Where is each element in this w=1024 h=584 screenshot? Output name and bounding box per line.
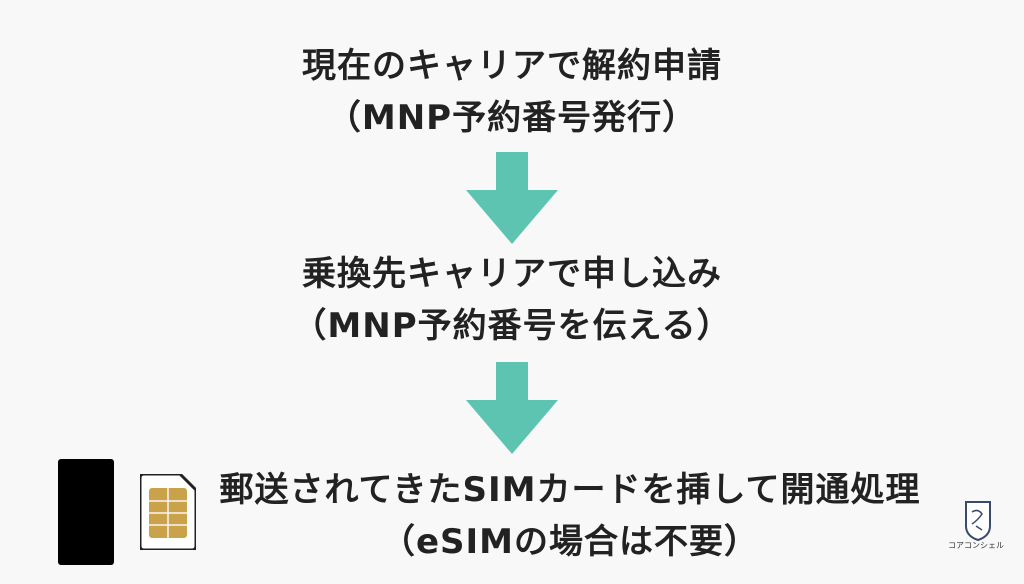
- down-arrow-icon: [466, 152, 558, 244]
- brand-name: コアコンシェル: [948, 541, 1004, 550]
- sim-card-icon: [140, 474, 196, 550]
- step-2: 乗換先キャリアで申し込み （MNP予約番号を伝える）: [0, 248, 1024, 352]
- step-2-title: 乗換先キャリアで申し込み: [302, 254, 722, 294]
- brand-logo-icon: [965, 501, 991, 542]
- step-3-title: 郵送されてきたSIMカードを挿して開通処理: [219, 470, 921, 510]
- step-1-title: 現在のキャリアで解約申請: [302, 46, 722, 86]
- step-3: 郵送されてきたSIMカードを挿して開通処理 （eSIMの場合は不要）: [120, 464, 1020, 568]
- down-arrow-icon: [466, 362, 558, 454]
- step-1: 現在のキャリアで解約申請 （MNP予約番号発行）: [0, 40, 1024, 144]
- smartphone-icon: [58, 459, 114, 565]
- step-3-note: （eSIMの場合は不要）: [380, 522, 760, 562]
- step-2-note: （MNP予約番号を伝える）: [292, 306, 732, 346]
- step-1-note: （MNP予約番号発行）: [326, 98, 698, 138]
